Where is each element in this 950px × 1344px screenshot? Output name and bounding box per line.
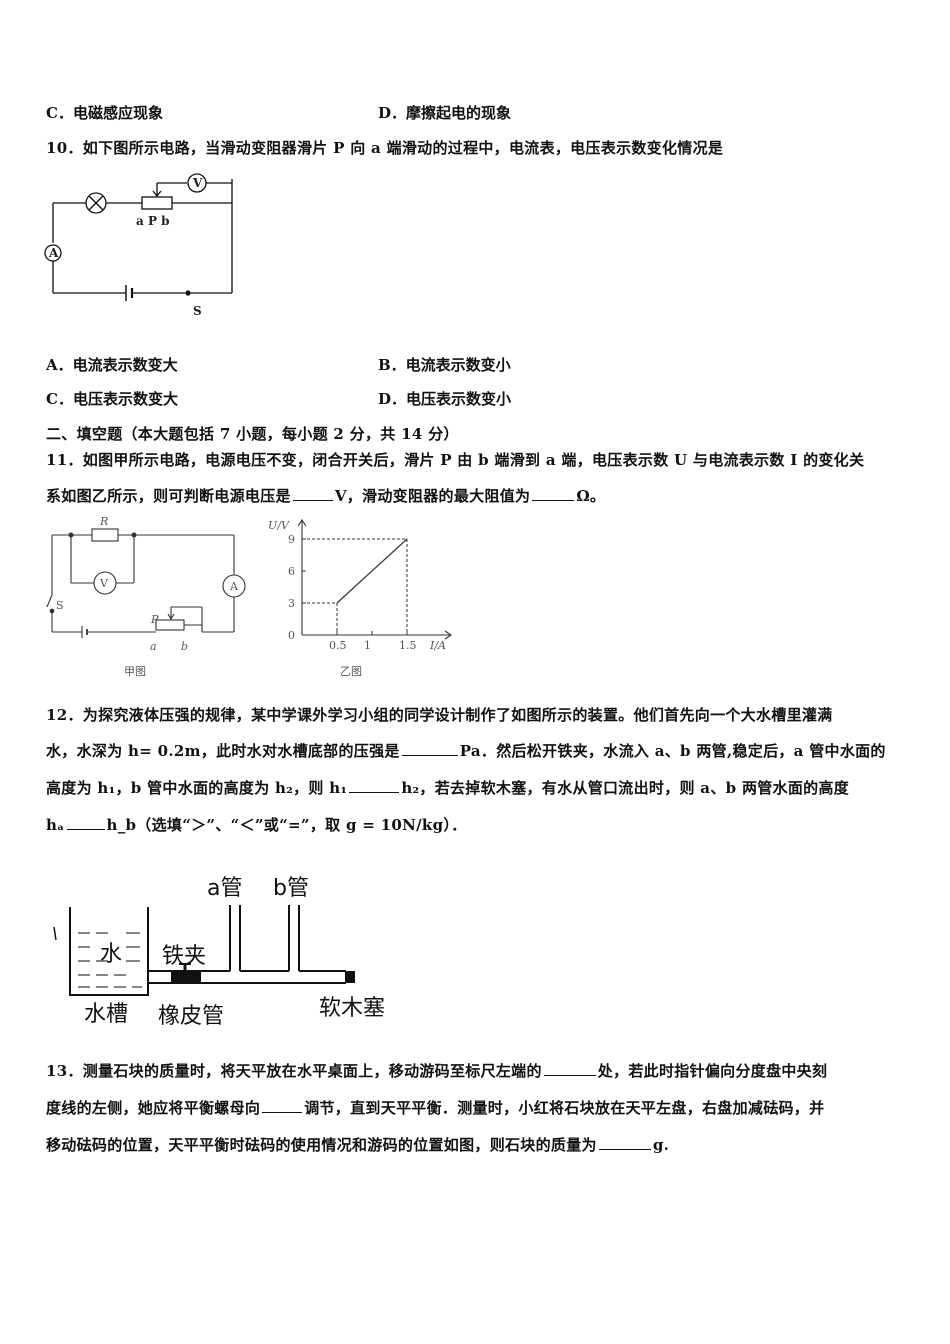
series-line-0 [336,538,408,604]
q12-text-3b: h₂，若去掉软木塞，有水从管口流出时，则 a、b 两管水面的高度 [401,779,850,797]
q11-text-c: Ω。 [576,487,606,505]
x-tick-label-2: 1.5 [399,639,417,652]
y-tick-label-2: 6 [288,565,295,578]
q13-text-3a: 移动砝码的位置，天平平衡时砝码的使用情况和游码的位置如图，则石块的质量为 [46,1136,597,1154]
q12-line-4: hₐ h_b（选填“＞”、“＜”或“=”，取 g = 10N/kg）． [46,814,467,835]
q9-option-d: D．摩擦起电的现象 [378,104,512,122]
q11-line-2: 系如图乙所示，则可判断电源电压是 V，滑动变阻器的最大阻值为 Ω。 [46,485,605,506]
q12-water-label: 水 [100,942,122,967]
q12-text-4a: hₐ [46,816,65,834]
q11-voltmeter-label: V [99,577,109,590]
q11-end-b-label: b [181,640,188,653]
q13-blank-direction[interactable] [262,1098,303,1113]
q11-blank-voltage[interactable] [292,486,333,501]
q11-end-a-label: a [150,640,157,653]
q12-text-2a: 水，水深为 h= 0.2m，此时水对水槽底部的压强是 [46,742,400,760]
q12-apparatus-diagram: a管 b管 水 铁夹 水槽 橡皮管 软木塞 [44,865,414,1039]
q12-a-tube-label: a管 [207,876,242,901]
q10-stem: 10．如下图所示电路，当滑动变阻器滑片 P 向 a 端滑动的过程中，电流表，电压… [46,139,724,157]
q10-option-b: B．电流表示数变小 [378,356,511,374]
q12-text-2b: Pa．然后松开铁夹，水流入 a、b 两管,稳定后，a 管中水面的 [459,742,886,760]
q11-slider-p-label: P [150,613,159,626]
q11-blank-resistance[interactable] [532,486,575,501]
q11-caption-jia: 甲图 [124,665,146,678]
q13-text-1b: 处，若此时指针偏向分度盘中央刻 [597,1062,828,1080]
q11-text-b: V，滑动变阻器的最大阻值为 [334,487,531,505]
q9-option-c: C．电磁感应现象 [46,104,163,122]
q13-text-3b: g. [652,1136,670,1154]
q13-text-2b: 调节，直到天平平衡．测量时，小红将石块放在天平左盘，右盘加减砝码，并 [304,1099,825,1117]
q12-blank-hab-compare[interactable] [66,815,105,830]
q10-apb-label: a P b [136,214,170,228]
q12-text-3a: 高度为 h₁，b 管中水面的高度为 h₂，则 h₁ [46,779,348,797]
q12-tank-label: 水槽 [84,1002,128,1027]
q10-option-a: A．电流表示数变大 [46,356,178,374]
q11-ui-graph-yi: 0.5 1 1.5 0 3 6 9 U/V I/A 乙图 [262,515,462,689]
dashed-guide-0 [302,602,338,635]
q10-switch-label: S [193,304,202,318]
y-axis-label: U/V [268,519,290,532]
section-heading-fill-blank: 二、填空题（本大题包括 7 小题，每小题 2 分，共 14 分） [46,425,459,443]
q11-caption-yi: 乙图 [340,665,362,678]
q10-option-d: D．电压表示数变小 [378,390,512,408]
q12-line-2: 水，水深为 h= 0.2m，此时水对水槽底部的压强是 Pa．然后松开铁夹，水流入 … [46,740,886,761]
q12-cork-label: 软木塞 [319,996,385,1021]
y-tick-label-3: 9 [288,533,295,546]
q12-line-1: 12．为探究液体压强的规律，某中学课外学习小组的同学设计制作了如图所示的装置。他… [46,706,833,724]
q13-line-1: 13．测量石块的质量时，将天平放在水平桌面上，移动游码至标尺左端的 处，若此时指针… [46,1060,827,1081]
q13-line-3: 移动砝码的位置，天平平衡时砝码的使用情况和游码的位置如图，则石块的质量为 g. [46,1134,669,1155]
q11-resistor-label: R [99,515,108,528]
q11-ammeter-label: A [229,580,239,593]
q12-line-3: 高度为 h₁，b 管中水面的高度为 h₂，则 h₁ h₂，若去掉软木塞，有水从管口… [46,777,849,798]
q11-line-1: 11．如图甲所示电路，电源电压不变，闭合开关后，滑片 P 由 b 端滑到 a 端… [46,451,865,469]
x-tick-label-1: 1 [364,639,371,652]
q13-blank-mass[interactable] [598,1135,651,1150]
q13-text-1a: 13．测量石块的质量时，将天平放在水平桌面上，移动游码至标尺左端的 [46,1062,542,1080]
q11-text-a: 系如图乙所示，则可判断电源电压是 [46,487,291,505]
q10-ammeter-label: A [48,246,59,260]
y-tick-label-1: 3 [288,597,295,610]
q10-voltmeter-label: V [192,176,203,190]
q12-hose-label: 橡皮管 [158,1004,224,1029]
q11-switch-label: S [56,599,64,612]
q12-blank-h-compare[interactable] [349,778,400,793]
q12-clamp-label: 铁夹 [162,944,206,969]
y-tick-label-0: 0 [288,629,295,642]
q12-blank-pressure[interactable] [401,741,458,756]
q13-line-2: 度线的左侧，她应将平衡螺母向 调节，直到天平平衡．测量时，小红将石块放在天平左盘，… [46,1097,824,1118]
x-axis-label: I/A [429,639,446,652]
q10-circuit-diagram: V A a P b S [40,165,250,329]
x-tick-label-0: 0.5 [329,639,347,652]
q12-b-tube-label: b管 [273,876,309,901]
q11-circuit-diagram-jia: R V A S P a b 甲图 [44,515,254,689]
q10-option-c: C．电压表示数变大 [46,390,178,408]
q13-text-2a: 度线的左侧，她应将平衡螺母向 [46,1099,261,1117]
q13-blank-position[interactable] [543,1061,596,1076]
q12-text-4b: h_b（选填“＞”、“＜”或“=”，取 g = 10N/kg）． [106,816,467,834]
